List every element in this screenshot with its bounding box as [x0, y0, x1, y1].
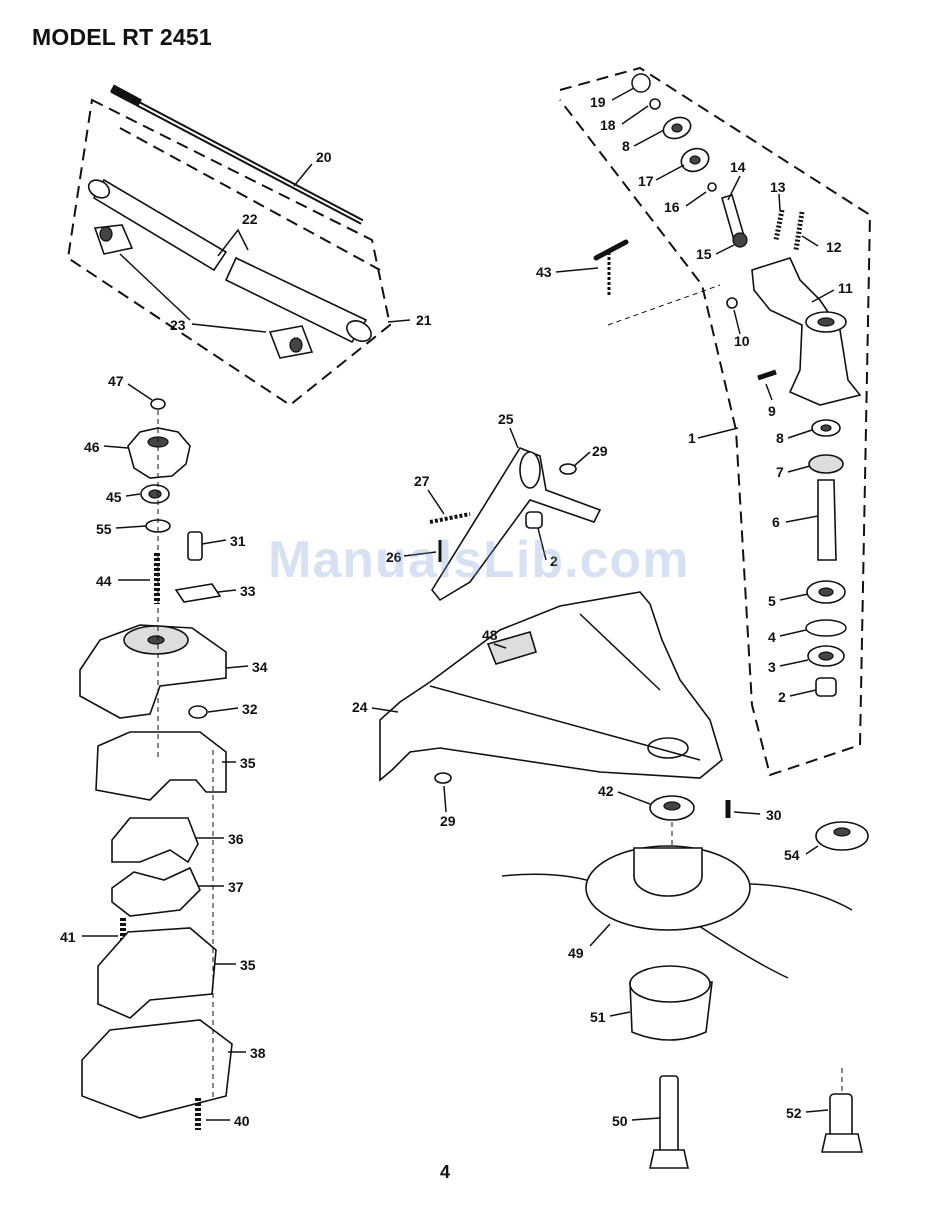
callout-37: 37	[228, 879, 244, 895]
callout-21: 21	[416, 312, 432, 328]
callout-36: 36	[228, 831, 244, 847]
callout-33: 33	[240, 583, 256, 599]
callout-50: 50	[612, 1113, 628, 1129]
trimmer-guard	[380, 592, 722, 780]
callout-17: 17	[638, 173, 654, 189]
callout-15: 15	[696, 246, 712, 262]
handle-clamp-housing	[80, 625, 226, 718]
callout-38: 38	[250, 1045, 266, 1061]
callout-42: 42	[598, 783, 614, 799]
callout-43: 43	[536, 264, 552, 280]
watermark-text: ManualsLib.com	[268, 530, 689, 590]
callout-35-lower: 35	[240, 957, 256, 973]
callout-40: 40	[234, 1113, 250, 1129]
handle-assembly-group	[80, 399, 232, 1130]
callout-24: 24	[352, 699, 368, 715]
callout-55: 55	[96, 521, 112, 537]
callout-22: 22	[242, 211, 258, 227]
guard-assembly-group	[380, 448, 722, 783]
callout-49: 49	[568, 945, 584, 961]
callout-27: 27	[414, 473, 430, 489]
callout-14: 14	[730, 159, 746, 175]
callout-8-upper: 8	[622, 138, 630, 154]
callout-13: 13	[770, 179, 786, 195]
callout-41: 41	[60, 929, 76, 945]
upper-clamp-half	[96, 732, 226, 800]
callout-34: 34	[252, 659, 268, 675]
shaft-liner	[85, 177, 374, 346]
callout-35-upper: 35	[240, 755, 256, 771]
callout-45: 45	[106, 489, 122, 505]
callout-54: 54	[784, 847, 800, 863]
callout-20: 20	[316, 149, 332, 165]
callout-4: 4	[768, 629, 776, 645]
callout-23: 23	[170, 317, 186, 333]
callout-52: 52	[786, 1105, 802, 1121]
callout-10: 10	[734, 333, 750, 349]
callout-29-lower: 29	[440, 813, 456, 829]
callout-8-lower: 8	[776, 430, 784, 446]
trimmer-head-spool	[502, 846, 852, 978]
callout-11: 11	[838, 280, 853, 296]
callout-47: 47	[108, 373, 124, 389]
bushing-upper	[95, 225, 132, 254]
callout-18: 18	[600, 117, 616, 133]
callout-19: 19	[590, 94, 606, 110]
shaft-assembly-group	[68, 88, 390, 405]
bushing-lower	[270, 326, 312, 358]
page-number: 4	[440, 1162, 450, 1183]
spool-housing	[630, 966, 712, 1040]
callout-31: 31	[230, 533, 246, 549]
callout-6: 6	[772, 514, 780, 530]
handle-knob	[128, 428, 190, 478]
callout-3: 3	[768, 659, 776, 675]
callout-48: 48	[482, 627, 498, 643]
trimmer-head-group	[502, 796, 868, 1168]
callout-32: 32	[242, 701, 258, 717]
callout-7: 7	[776, 464, 784, 480]
callout-44: 44	[96, 573, 112, 589]
callout-9: 9	[768, 403, 776, 419]
callout-29-upper: 29	[592, 443, 608, 459]
callout-25: 25	[498, 411, 514, 427]
callout-2-spacer: 2	[778, 689, 786, 705]
callout-12: 12	[826, 239, 842, 255]
callout-46: 46	[84, 439, 100, 455]
callout-16: 16	[664, 199, 680, 215]
callout-51: 51	[590, 1009, 606, 1025]
callout-1: 1	[688, 430, 696, 446]
t-handle-knob	[596, 242, 626, 295]
callout-30: 30	[766, 807, 782, 823]
callout-5: 5	[768, 593, 776, 609]
